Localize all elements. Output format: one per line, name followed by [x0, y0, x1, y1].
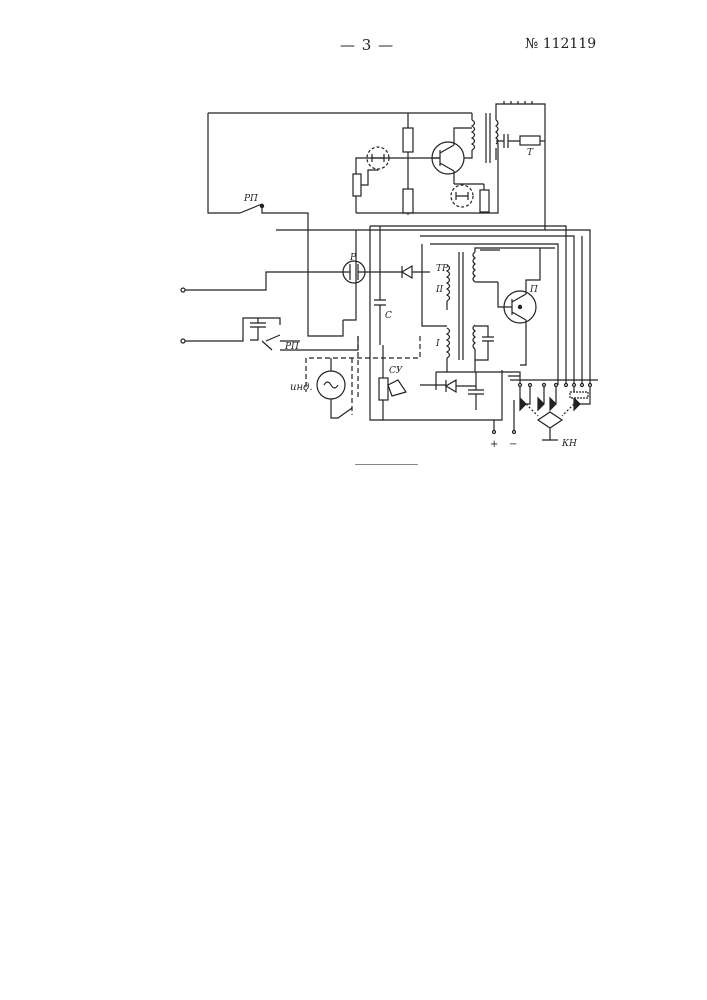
wire-bus-5	[545, 230, 590, 385]
button-label: КН	[561, 439, 577, 449]
capacitor-mid-right	[475, 326, 494, 360]
wire-line-1	[185, 272, 343, 290]
transformer-top-windings	[464, 113, 490, 163]
relay-contact-top-switch	[240, 204, 308, 230]
wire-lower-1	[436, 372, 520, 385]
wire-phone-loop	[496, 104, 545, 230]
push-button	[538, 412, 562, 440]
winding-1-label: I	[435, 339, 440, 349]
transformer-label: ТР	[436, 264, 449, 274]
minus-label: −	[509, 439, 517, 450]
diode-2	[420, 380, 476, 392]
transformer-tr-frame	[422, 244, 447, 326]
resistor-2	[403, 189, 413, 213]
sound-speaker	[388, 380, 406, 396]
capacitor-lower	[468, 372, 484, 410]
contact-block	[570, 392, 588, 398]
microphone	[353, 174, 361, 196]
wire-line-2	[185, 318, 280, 341]
winding-bottom-right	[473, 325, 475, 372]
sound-unit-label: СУ	[389, 366, 404, 376]
relay-contact-top-label: РП	[243, 194, 258, 204]
winding-2-label: II	[435, 285, 444, 295]
phone-receiver	[520, 136, 540, 145]
terminal-strip	[508, 376, 598, 380]
wire-bus-2	[370, 226, 566, 385]
resistor-1	[403, 128, 413, 152]
winding-i	[447, 328, 450, 372]
capacitor-label: С	[385, 311, 392, 321]
end-divider	[355, 464, 418, 465]
capacitor-phone	[504, 134, 520, 148]
capacitor-c	[374, 226, 386, 345]
capacitor-lower-left	[250, 318, 266, 340]
transformer-tr-core	[459, 252, 463, 360]
wire-bus-4	[430, 244, 558, 385]
transistor-label: П	[529, 285, 538, 295]
wire-bus-3	[420, 236, 574, 385]
inductor-label: инд.	[290, 382, 313, 393]
phone-label: Т	[527, 148, 534, 158]
relay-contact-bottom-label: РП	[284, 342, 299, 352]
dashed-link	[306, 336, 420, 415]
resistor-3	[480, 190, 489, 212]
sound-resistor	[379, 378, 388, 400]
diode-1	[398, 266, 422, 278]
relay-contact-bottom-switch	[266, 335, 358, 350]
wire-top-bus	[356, 143, 498, 213]
winding-top-right	[473, 252, 498, 282]
plus-label: +	[490, 439, 498, 450]
